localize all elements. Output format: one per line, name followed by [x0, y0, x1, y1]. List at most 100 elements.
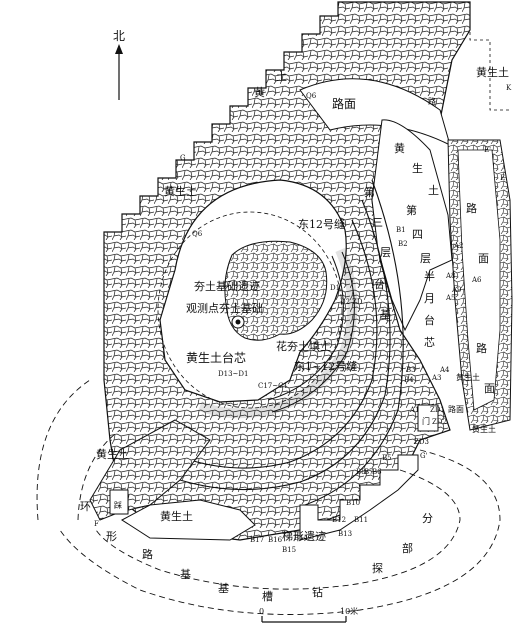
label-tai2: 基: [380, 308, 391, 321]
label-third2: 三: [372, 216, 383, 229]
label-road-right-far: 路: [428, 96, 436, 106]
label-b14: B14: [294, 534, 309, 542]
label-q6-a: Q6: [306, 92, 317, 100]
label-ring2: 形: [106, 530, 117, 543]
label-loess-rt1: 黄: [394, 141, 405, 155]
scale-bar: [261, 616, 347, 623]
label-a4: A4: [439, 366, 450, 374]
label-g-prime: G': [420, 452, 428, 460]
label-ring1: 环: [80, 500, 91, 513]
label-tai1: 台: [374, 277, 385, 291]
label-loess-rt3: 土: [428, 184, 439, 197]
north-label: 北: [113, 29, 125, 43]
label-b2: B2: [398, 240, 408, 248]
label-road-right1: 路: [466, 202, 477, 215]
label-a1: A1: [409, 406, 420, 414]
label-road-right-lower: 路面: [448, 404, 464, 414]
label-b12: B12: [332, 516, 346, 524]
loess-right-area: [371, 119, 453, 332]
north-arrow-icon: [115, 44, 123, 100]
label-loess-top: 黄生土: [164, 184, 197, 198]
label-b13: B13: [338, 530, 352, 538]
label-b11: B11: [354, 516, 368, 524]
ring-d: [198, 247, 358, 419]
label-k: K: [506, 84, 512, 92]
label-ring6: 槽: [262, 590, 273, 603]
label-gate: 门: [422, 416, 430, 426]
label-loess-top-right: 黄生土: [476, 65, 509, 79]
label-third3: 层: [380, 246, 391, 259]
label-b8: B8: [356, 468, 366, 476]
label-loess-sw: 黄生土: [472, 424, 496, 434]
label-d1: D1: [330, 284, 340, 292]
label-east1-12-seams: 东1~12号缝: [294, 359, 357, 373]
label-half-moon1: 半: [424, 269, 435, 283]
gate-structure: [417, 404, 439, 432]
label-a2: A2: [453, 242, 464, 250]
label-a6: A6: [471, 276, 482, 284]
label-ring8: 探: [372, 562, 383, 575]
label-fourth2: 四: [412, 228, 423, 241]
label-a8: A8: [445, 272, 456, 280]
scale-zero: 0: [259, 607, 264, 616]
label-b10: B10: [346, 499, 360, 507]
outer-boundary: [469, 2, 510, 111]
label-d13-d1: D13~D1: [218, 370, 248, 378]
label-b16: B16: [268, 536, 283, 544]
label-observation-point: 观测点夯土基础: [186, 302, 263, 315]
label-third1: 第: [364, 185, 375, 199]
label-half-moon3: 台: [424, 313, 435, 327]
label-ring7: 钻: [312, 585, 323, 599]
label-fourth1: 第: [406, 203, 417, 217]
ring-road-dashed-outer: [36, 379, 501, 615]
label-a3: A3: [431, 374, 442, 382]
label-e: E: [500, 174, 505, 182]
label-ring3: 路: [142, 548, 153, 561]
road-right-inner: [457, 149, 501, 411]
label-road-right-mid1: 路: [476, 342, 487, 355]
label-b1: B1: [396, 226, 406, 234]
label-d2: D2: [340, 298, 350, 306]
label-e-prime: E': [484, 146, 491, 154]
label-loess-core: 黄生土台芯: [186, 350, 246, 365]
label-ramp: 踩: [114, 500, 122, 510]
label-ring4: 基: [180, 568, 191, 581]
ring-road-dashed-inner: [77, 429, 461, 590]
observation-blob: [224, 240, 328, 341]
label-b4: B4: [404, 376, 414, 384]
label-a9: A9: [451, 286, 462, 294]
label-loess-rt2: 生: [412, 161, 423, 175]
core-dashed-circle: [157, 211, 343, 409]
bottom-steps: [299, 454, 419, 541]
label-loess-right-bottom: 黄生土: [456, 372, 480, 382]
label-road-top: 路面: [332, 96, 356, 111]
label-q6-b: Q6: [192, 230, 203, 238]
label-a5: A5: [445, 294, 456, 302]
label-b17: B17: [250, 536, 264, 544]
label-ring10: 分: [422, 512, 433, 525]
label-b5: B5: [382, 454, 392, 462]
label-loess-left2: 土: [276, 70, 287, 83]
label-east12-seam: 东12号缝: [298, 217, 345, 231]
label-trapezoid: 梯形遗迹: [282, 529, 326, 543]
label-f: F: [94, 520, 99, 528]
label-loess-bottom: 黄生土: [160, 509, 193, 523]
label-half-moon4: 芯: [424, 335, 435, 349]
label-loess-bottom-left: 黄生土: [96, 447, 129, 461]
label-fourth3: 层: [420, 252, 431, 265]
label-foundation-remains: 夯土基础遗迹: [194, 279, 260, 293]
label-zd: ZD: [352, 298, 363, 306]
label-g: G: [180, 154, 186, 162]
loess-bottom-area: [121, 499, 256, 541]
label-b3: B3: [406, 366, 416, 374]
ramp-structure: [109, 489, 129, 515]
observation-point-icon: [231, 315, 245, 329]
label-c17-c1: C17~C1: [258, 382, 288, 390]
layer-outer-curve: [304, 179, 404, 506]
label-ring5: 基: [218, 582, 229, 595]
label-b15: B15: [282, 546, 296, 554]
label-loess-left: 黄: [254, 85, 265, 99]
label-road-right-mid2: 面: [484, 382, 495, 395]
layer4-curve: [179, 199, 391, 491]
